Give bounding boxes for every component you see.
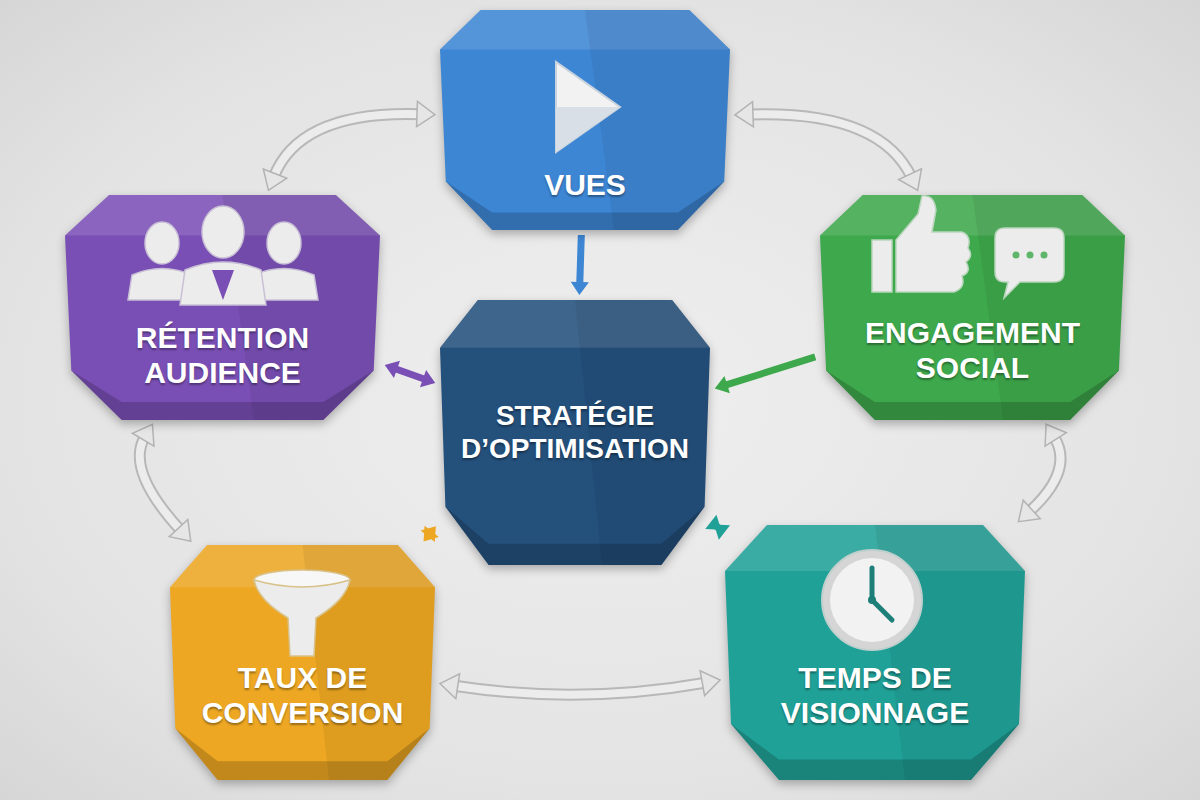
metric-box: ENGAGEMENT SOCIAL: [820, 195, 1125, 420]
arrow-head: [714, 524, 730, 539]
arrow-head: [420, 370, 435, 387]
connector-line: [274, 114, 421, 177]
connector-line: [395, 368, 426, 379]
connector-line: [274, 114, 421, 177]
arrow-head: [899, 169, 922, 191]
metric-box: RÉTENTION AUDIENCE: [65, 195, 380, 420]
node-label: ENGAGEMENT SOCIAL: [838, 316, 1107, 385]
clock-icon: [822, 550, 922, 650]
cycle-arrow: [440, 671, 720, 699]
connector-line: [725, 357, 816, 385]
metric-box: VUES: [440, 10, 730, 230]
arrow-head: [735, 102, 753, 127]
play-icon: [556, 62, 620, 152]
metric-box: TEMPS DE VISIONNAGE: [725, 525, 1025, 780]
arrow-head: [715, 376, 730, 393]
arrow-head: [421, 526, 436, 542]
connector-line: [140, 437, 181, 531]
arrow-head: [1018, 500, 1040, 521]
node-label: RÉTENTION AUDIENCE: [83, 321, 362, 390]
cycle-arrow: [1018, 424, 1066, 521]
spoke-arrow: [421, 526, 439, 542]
arrow-head: [440, 674, 460, 699]
cycle-arrow: [132, 424, 190, 541]
arrow-head: [571, 282, 589, 295]
connector-line: [749, 114, 911, 177]
chat-bubble-icon: [995, 228, 1064, 298]
node-label: STRATÉGIE D’OPTIMISATION: [458, 400, 692, 464]
connector-line: [1029, 436, 1060, 512]
node-shape: [820, 195, 1125, 420]
thumbs-up-icon: [872, 196, 971, 292]
metric-box: TAUX DE CONVERSION: [170, 545, 435, 780]
cycle-arrow: [735, 102, 921, 191]
arrow-head: [1045, 424, 1066, 446]
connector-line: [454, 683, 706, 695]
connector-line: [749, 114, 911, 177]
arrow-head: [169, 520, 190, 542]
arrow-head: [385, 361, 400, 378]
spoke-arrow: [385, 361, 436, 387]
arrow-head: [417, 102, 435, 127]
node-shape: [725, 525, 1025, 780]
spoke-arrow: [571, 235, 589, 295]
hub-box: STRATÉGIE D’OPTIMISATION: [440, 300, 710, 565]
node-label: TAUX DE CONVERSION: [188, 661, 417, 730]
spoke-arrow: [705, 515, 730, 540]
people-icon: [128, 206, 318, 305]
cycle-arrow: [263, 102, 435, 191]
connector-line: [580, 235, 582, 285]
connector-line: [1029, 436, 1060, 512]
connector-line: [140, 437, 181, 531]
spoke-arrow: [715, 357, 815, 393]
connector-line: [454, 683, 706, 695]
node-label: VUES: [458, 168, 712, 203]
arrow-head: [700, 671, 720, 696]
node-label: TEMPS DE VISIONNAGE: [743, 661, 1007, 730]
funnel-icon: [254, 570, 350, 656]
arrow-head: [132, 424, 154, 446]
arrow-head: [263, 169, 286, 190]
